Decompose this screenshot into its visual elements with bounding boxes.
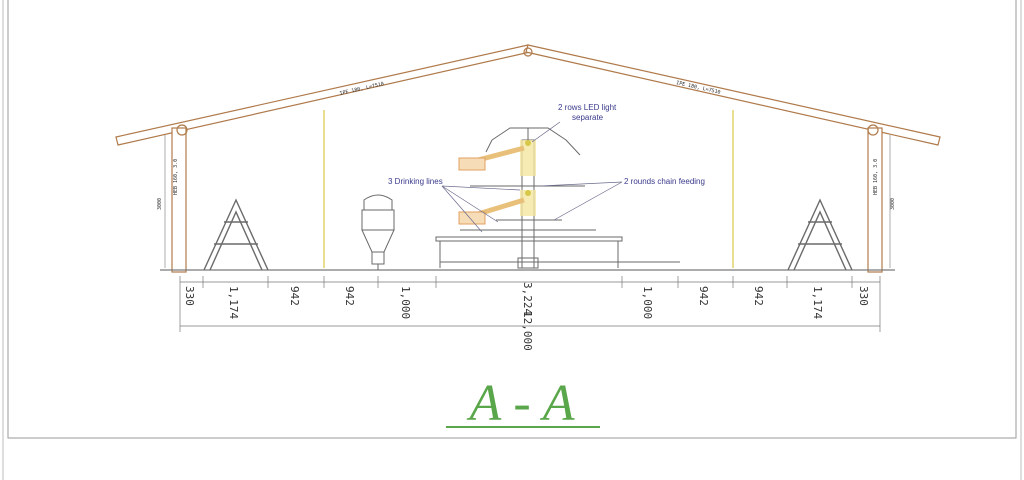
section-title: A - A <box>467 375 575 432</box>
dimension-chain <box>179 276 881 332</box>
dim-label: 1,174 <box>227 286 240 319</box>
annotation-leaders <box>441 121 623 233</box>
annotation-drinking: 3 Drinking lines <box>388 177 443 186</box>
height-right-label: 3000 <box>890 198 896 210</box>
knee-joint-left <box>176 124 188 136</box>
dim-label: 330 <box>857 286 870 306</box>
dim-label: 1,000 <box>399 286 412 319</box>
led-light-lower <box>520 190 536 216</box>
annotation-led-line2: separate <box>572 113 604 122</box>
rafter-right <box>525 44 941 146</box>
column-right-label: HEB 160, 3.0 <box>873 159 879 195</box>
dim-label: 942 <box>752 286 765 306</box>
overall-dimension: 12,000 <box>521 311 534 351</box>
dim-label: 942 <box>697 286 710 306</box>
led-box-bottom <box>458 197 525 225</box>
led-box-top <box>458 145 525 171</box>
feeder-hopper <box>361 194 395 270</box>
led-node-lower <box>525 190 531 196</box>
led-node-upper <box>525 140 531 146</box>
dim-label: 1,174 <box>811 286 824 319</box>
dim-label: 3,224 <box>521 282 534 315</box>
column-left-label: HEB 160, 3.0 <box>173 159 179 195</box>
nest-a-frame-right <box>787 198 853 271</box>
nest-a-frame-left <box>203 198 269 271</box>
annotation-led-line1: 2 rows LED light <box>558 103 617 112</box>
columns <box>171 124 883 273</box>
dim-label: 942 <box>288 286 301 306</box>
dim-label: 942 <box>343 286 356 306</box>
column-left <box>171 127 187 273</box>
dim-label: 1,000 <box>641 286 654 319</box>
knee-joint-right <box>867 124 879 136</box>
ridge-joint <box>523 47 533 57</box>
height-left-label: 3000 <box>157 198 163 210</box>
drawing-frame <box>7 0 1017 439</box>
annotation-chain: 2 rounds chain feeding <box>624 177 705 186</box>
central-equipment <box>435 127 680 269</box>
dim-label: 330 <box>183 286 196 306</box>
column-right <box>867 127 883 273</box>
roof <box>115 44 941 146</box>
